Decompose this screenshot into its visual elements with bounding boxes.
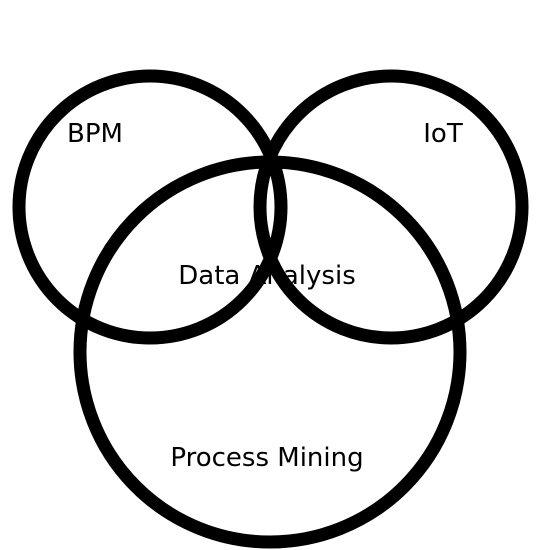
iot-circle	[253, 69, 529, 345]
bpm-circle	[12, 69, 288, 345]
process-mining-circle	[73, 155, 467, 549]
bpm-label: BPM	[67, 119, 123, 149]
process-mining-label: Process Mining	[170, 443, 363, 473]
iot-label: IoT	[423, 119, 463, 149]
intersection-label: Data Analysis	[178, 261, 355, 291]
